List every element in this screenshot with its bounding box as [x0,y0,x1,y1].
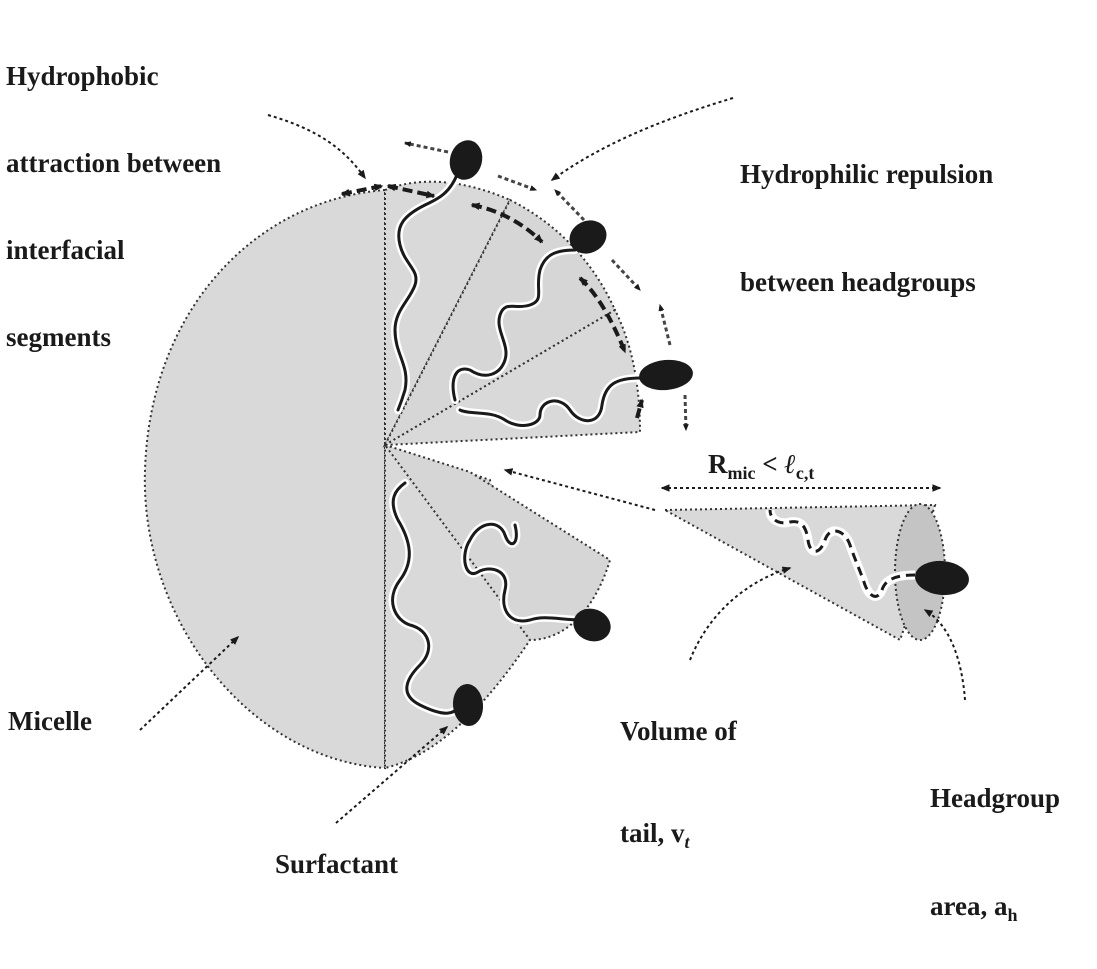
headgroup-subscript: h [1007,905,1017,925]
surfactant-label: Surfactant [275,850,398,879]
hydrophobic-label-line2: attraction between [6,149,221,178]
headgroup-label-line1: Headgroup [930,780,1060,816]
radius-label: Rmic < ℓc,t [708,450,814,488]
hydrophobic-label-line1: Hydrophobic [6,62,221,91]
radius-relation: < [762,449,777,479]
micelle-label: Micelle [8,707,92,736]
tail-length-subscript: c,t [796,463,814,483]
hydrophobic-label-line3: interfacial [6,236,221,265]
radius-symbol: R [708,449,728,479]
hydrophilic-label-line1: Hydrophilic repulsion [740,156,993,192]
tail-length-symbol: ℓ [784,449,796,479]
hydrophilic-label: Hydrophilic repulsion between headgroups [740,84,993,336]
volume-label: Volume of tail, vt [620,646,737,893]
volume-label-line1: Volume of [620,714,737,748]
micelle-diagram: Hydrophobic attraction between interfaci… [0,0,1097,886]
headgroup-label-line2: area, ah [930,888,1060,933]
radius-subscript: mic [728,463,756,483]
volume-label-line2: tail, vt [620,816,737,859]
volume-subscript: t [685,832,690,852]
headgroup-label: Headgroup area, ah [930,708,1060,969]
hydrophilic-label-line2: between headgroups [740,264,993,300]
hydrophobic-label: Hydrophobic attraction between interfaci… [6,4,221,381]
insertion-arrow [505,470,655,510]
hydrophobic-label-line4: segments [6,323,221,352]
